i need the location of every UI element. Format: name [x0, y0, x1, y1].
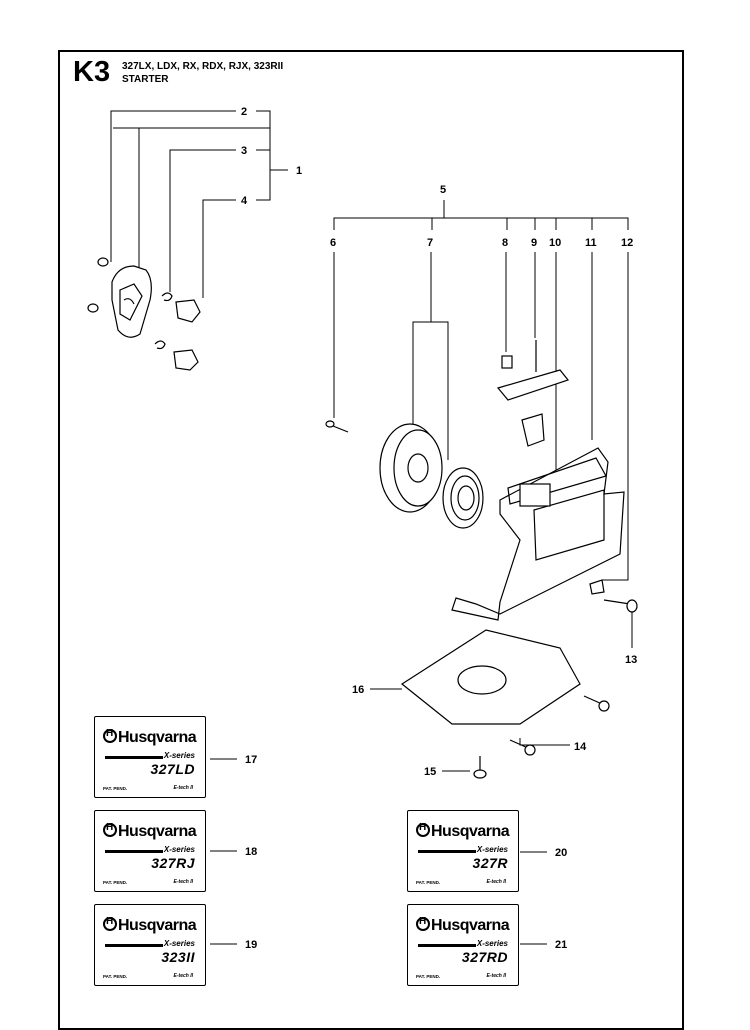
section-title: STARTER: [122, 74, 169, 85]
callout-9: 9: [531, 237, 537, 249]
husqvarna-logo-icon: [416, 822, 430, 837]
model-list: 327LX, LDX, RX, RDX, RJX, 323RII: [122, 61, 284, 72]
decal-model: 327RJ: [151, 855, 195, 871]
starter-handle-drawing: [496, 340, 570, 447]
callout-1: 1: [296, 165, 302, 177]
callout-2: 2: [241, 106, 247, 118]
callout-3: 3: [241, 145, 247, 157]
leader-lines: [110, 110, 633, 945]
decal-model: 327R: [472, 855, 508, 871]
callout-13: 13: [625, 654, 637, 666]
decal-327ld: Husqvarna X-series 327LD PAT. PEND. E-te…: [94, 716, 206, 798]
bottom-plate-drawing: [400, 629, 610, 779]
husqvarna-logo-icon: [103, 728, 117, 743]
starter-pulley-drawing: [325, 420, 484, 529]
starter-housing-drawing: [451, 447, 638, 621]
callout-15: 15: [424, 766, 436, 778]
callout-11: 11: [585, 237, 597, 249]
callout-10: 10: [549, 237, 561, 249]
decal-323ii: Husqvarna X-series 323II PAT. PEND. E-te…: [94, 904, 206, 986]
section-code: K3: [73, 56, 111, 88]
callout-14: 14: [574, 741, 587, 753]
decal-model: 327LD: [150, 761, 195, 777]
decal-327rj: Husqvarna X-series 327RJ PAT. PEND. E-te…: [94, 810, 206, 892]
callout-18: 18: [245, 846, 257, 858]
decal-327rd: Husqvarna X-series 327RD PAT. PEND. E-te…: [407, 904, 519, 986]
callout-6: 6: [330, 237, 336, 249]
husqvarna-logo-icon: [416, 916, 430, 931]
husqvarna-logo-icon: [103, 822, 117, 837]
callout-labels: 1 2 3 4 5 6 7 8 9 10 11 12 13 14 15 16 1…: [241, 106, 637, 951]
callout-4: 4: [241, 195, 248, 207]
decal-model: 327RD: [461, 949, 508, 965]
callout-5: 5: [440, 184, 446, 196]
callout-19: 19: [245, 939, 257, 951]
callout-12: 12: [621, 237, 633, 249]
exploded-parts-diagram: 1 2 3 4 5 6 7 8 9 10 11 12 13 14 15 16 1…: [87, 106, 638, 951]
callout-16: 16: [352, 684, 364, 696]
callout-20: 20: [555, 847, 567, 859]
callout-17: 17: [245, 754, 257, 766]
callout-21: 21: [555, 939, 567, 951]
decal-327r: Husqvarna X-series 327R PAT. PEND. E-tec…: [407, 810, 519, 892]
husqvarna-logo-icon: [103, 916, 117, 931]
callout-8: 8: [502, 237, 508, 249]
callout-7: 7: [427, 237, 433, 249]
pawl-assembly-drawing: [87, 257, 201, 371]
decal-model: 323II: [161, 949, 195, 965]
